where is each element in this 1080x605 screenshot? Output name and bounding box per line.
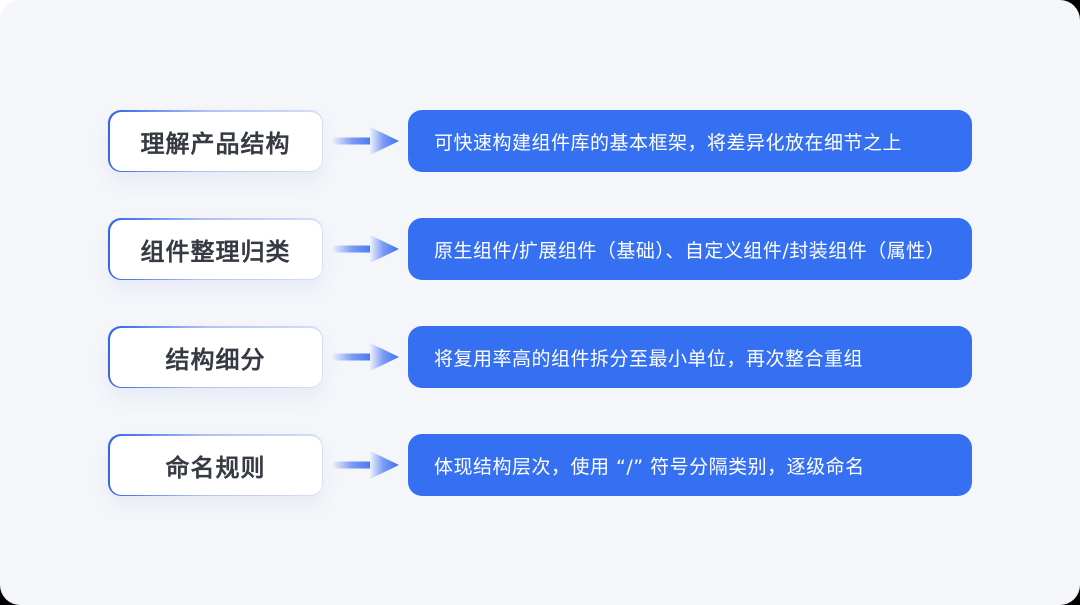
right-arrow-icon <box>331 343 399 371</box>
step-description-box: 将复用率高的组件拆分至最小单位，再次整合重组 <box>408 326 972 388</box>
step-label-box: 组件整理归类 <box>108 218 323 280</box>
flow-row: 命名规则 体现结构层次，使用 “/” 符号分隔类别，逐级命名 <box>108 434 972 496</box>
step-label-box: 结构细分 <box>108 326 323 388</box>
flow-row: 组件整理归类 原生组件/扩展组件（基础）、自定义组件/封装组件（属性） <box>108 218 972 280</box>
step-description-box: 体现结构层次，使用 “/” 符号分隔类别，逐级命名 <box>408 434 972 496</box>
step-label: 理解产品结构 <box>140 129 291 158</box>
flow-row: 结构细分 将复用率高的组件拆分至最小单位，再次整合重组 <box>108 326 972 388</box>
step-label: 命名规则 <box>165 453 266 482</box>
step-description: 原生组件/扩展组件（基础）、自定义组件/封装组件（属性） <box>434 239 946 262</box>
step-description-box: 原生组件/扩展组件（基础）、自定义组件/封装组件（属性） <box>408 218 972 280</box>
right-arrow-icon <box>331 235 399 263</box>
step-description: 可快速构建组件库的基本框架，将差异化放在细节之上 <box>434 131 903 154</box>
right-arrow-icon <box>331 451 399 479</box>
right-arrow-icon <box>331 127 399 155</box>
step-label-box: 理解产品结构 <box>108 110 323 172</box>
step-description-box: 可快速构建组件库的基本框架，将差异化放在细节之上 <box>408 110 972 172</box>
flow-row: 理解产品结构 可快速构建组件库的基本框架，将差异化放在细节之上 <box>108 110 972 172</box>
step-description: 将复用率高的组件拆分至最小单位，再次整合重组 <box>434 347 864 370</box>
flow-rows: 理解产品结构 可快速构建组件库的基本框架，将差异化放在细节之上 组件整理归类 <box>108 110 972 496</box>
step-label: 结构细分 <box>165 345 266 374</box>
step-label: 组件整理归类 <box>140 237 291 266</box>
step-label-box: 命名规则 <box>108 434 323 496</box>
step-description: 体现结构层次，使用 “/” 符号分隔类别，逐级命名 <box>434 455 865 478</box>
